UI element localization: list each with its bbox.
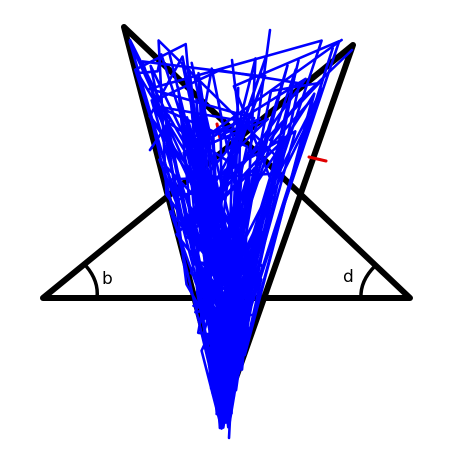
- scribble-stroke: [169, 57, 262, 424]
- red-mark-right: [307, 155, 328, 163]
- scribble-spike: [268, 48, 354, 142]
- angle-arc-right: [359, 264, 377, 300]
- scribble-spike: [244, 28, 272, 162]
- angle-arc-left: [84, 264, 100, 300]
- scribble-spike: [128, 38, 172, 152]
- scribble-spike: [216, 328, 234, 440]
- angle-label-left: b: [102, 269, 113, 289]
- blue-scribble: [128, 28, 354, 440]
- angle-arcs: [84, 264, 377, 300]
- angle-label-right: d: [343, 267, 354, 287]
- scribble-spike: [224, 58, 240, 152]
